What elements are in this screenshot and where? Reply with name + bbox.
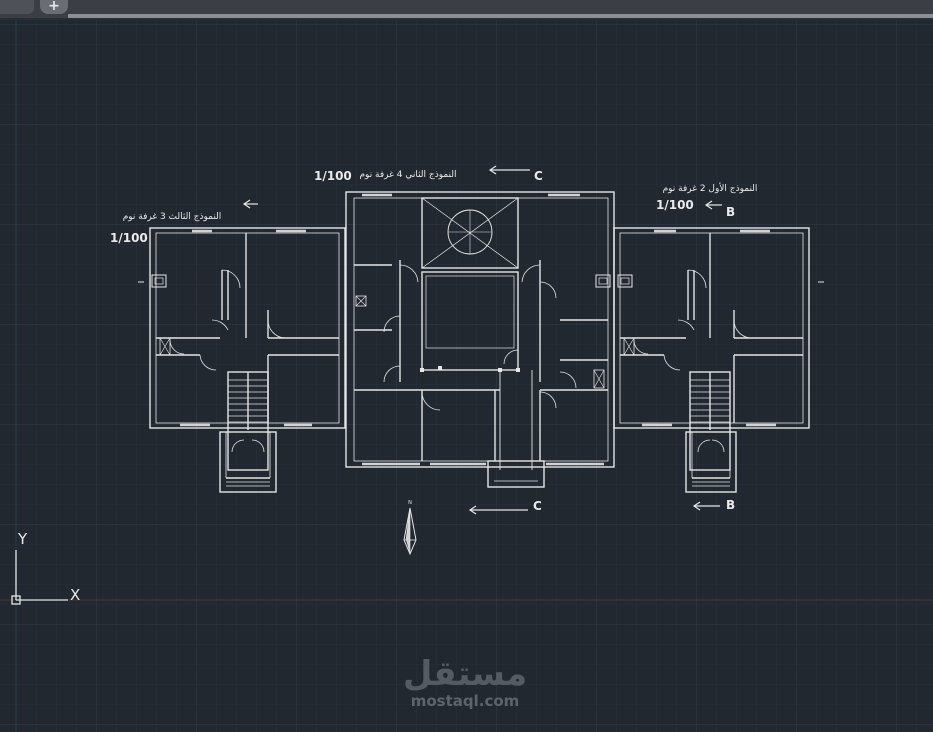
ucs-y-label: Y: [17, 530, 28, 548]
left-plan: [138, 227, 346, 493]
north-arrow-icon: [403, 507, 417, 556]
ucs-x-label: X: [70, 586, 80, 604]
center-plan: [345, 191, 633, 488]
right-plan-scale: 1/100: [656, 198, 694, 212]
section-c-bottom-label: C: [533, 499, 542, 513]
tab-bar-divider: [68, 14, 933, 18]
center-plan-scale: 1/100: [314, 169, 352, 183]
section-b-bottom-label: B: [726, 498, 735, 512]
watermark-arabic: مستقل: [402, 654, 528, 694]
left-plan-scale: 1/100: [110, 231, 148, 245]
drawing-canvas[interactable]: النموذج الثاني 4 غرفة نوم 1/100 النموذج …: [0, 20, 933, 732]
section-arrows: [242, 165, 722, 515]
file-tab[interactable]: [0, 0, 34, 14]
watermark-logo: مستقل mostaql.com: [380, 655, 550, 709]
ucs-icon: [11, 550, 68, 605]
floor-plans: [11, 165, 824, 605]
section-b-top-label: B: [726, 205, 735, 219]
center-plan-title: النموذج الثاني 4 غرفة نوم: [359, 170, 456, 180]
file-tab-bar: +: [0, 0, 933, 20]
new-tab-button[interactable]: +: [40, 0, 68, 14]
section-c-top-label: C: [534, 169, 543, 183]
right-plan-title: النموذج الأول 2 غرفة نوم: [663, 182, 758, 194]
watermark-latin: mostaql.com: [410, 692, 520, 710]
north-label: N: [408, 500, 412, 506]
left-plan-title: النموذج الثالث 3 غرفة نوم: [123, 212, 222, 222]
right-plan: [613, 227, 824, 493]
